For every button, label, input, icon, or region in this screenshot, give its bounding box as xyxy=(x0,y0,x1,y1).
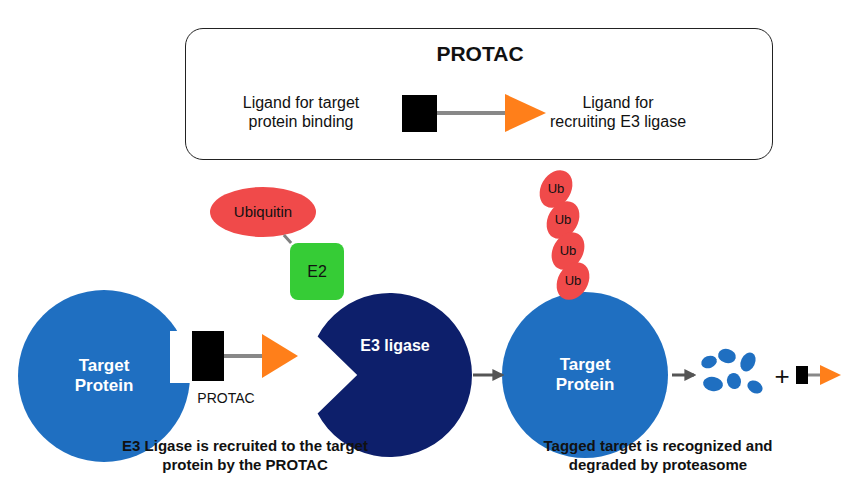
e3-ligand-triangle xyxy=(262,334,298,378)
node-text: Ub xyxy=(548,181,565,197)
fragment xyxy=(745,378,765,396)
node-text: Ligand for target protein binding xyxy=(226,93,376,131)
legend-box: PROTAC Ligand for target protein binding L… xyxy=(185,28,773,160)
box-title: PROTAC xyxy=(186,41,774,66)
e3-ligand-triangle xyxy=(505,94,546,132)
target-ligand-square xyxy=(796,366,808,384)
fragment xyxy=(725,371,743,390)
protein-shape: Target Protein xyxy=(18,290,190,462)
ellipse-shape xyxy=(502,292,668,458)
node-text: E3 ligase xyxy=(340,336,450,355)
target-ligand-square xyxy=(192,331,224,381)
protein-shape: E3 ligase xyxy=(307,292,473,458)
protein-shape: Ubiquitin xyxy=(210,187,316,237)
e3-ligand-triangle xyxy=(820,365,841,385)
step-caption: E3 Ligase is recruited to the target pro… xyxy=(95,437,395,475)
node-text: E2 xyxy=(307,262,327,281)
linker-line xyxy=(437,111,506,115)
binding-pocket xyxy=(170,331,191,383)
protein-circle xyxy=(18,290,190,462)
node-text: Target Protein xyxy=(535,355,635,396)
step-caption: Tagged target is recognized and degraded… xyxy=(508,437,808,475)
fragment xyxy=(737,350,758,374)
ubiquitin-tag: Ub xyxy=(555,261,591,301)
node-text: Ligand for recruiting E3 ligase xyxy=(548,93,688,131)
linker-line xyxy=(808,374,821,377)
fragment xyxy=(699,354,718,371)
plus-sign: + xyxy=(770,360,794,393)
connector-line xyxy=(284,235,291,243)
fragment xyxy=(716,347,737,365)
enzyme-box: E2 xyxy=(290,243,344,300)
protein-fragments xyxy=(699,347,764,396)
node-outline xyxy=(307,292,473,458)
ligase-shape xyxy=(318,293,472,457)
flow-arrow xyxy=(473,374,502,377)
ellipse-shape xyxy=(210,187,316,237)
node-text: Target Protein xyxy=(54,356,154,397)
linker-line xyxy=(224,354,263,358)
protein-shape: Target Protein xyxy=(502,292,668,458)
node-text: Ub xyxy=(565,273,582,289)
target-ligand-square xyxy=(402,95,437,132)
molecule-label: PROTAC xyxy=(186,390,266,408)
fragment xyxy=(702,375,724,392)
node-text: Ub xyxy=(555,212,572,228)
node-text: Ubiquitin xyxy=(234,203,292,221)
node-text: Ub xyxy=(560,243,577,259)
degradation-arrow xyxy=(672,374,694,377)
